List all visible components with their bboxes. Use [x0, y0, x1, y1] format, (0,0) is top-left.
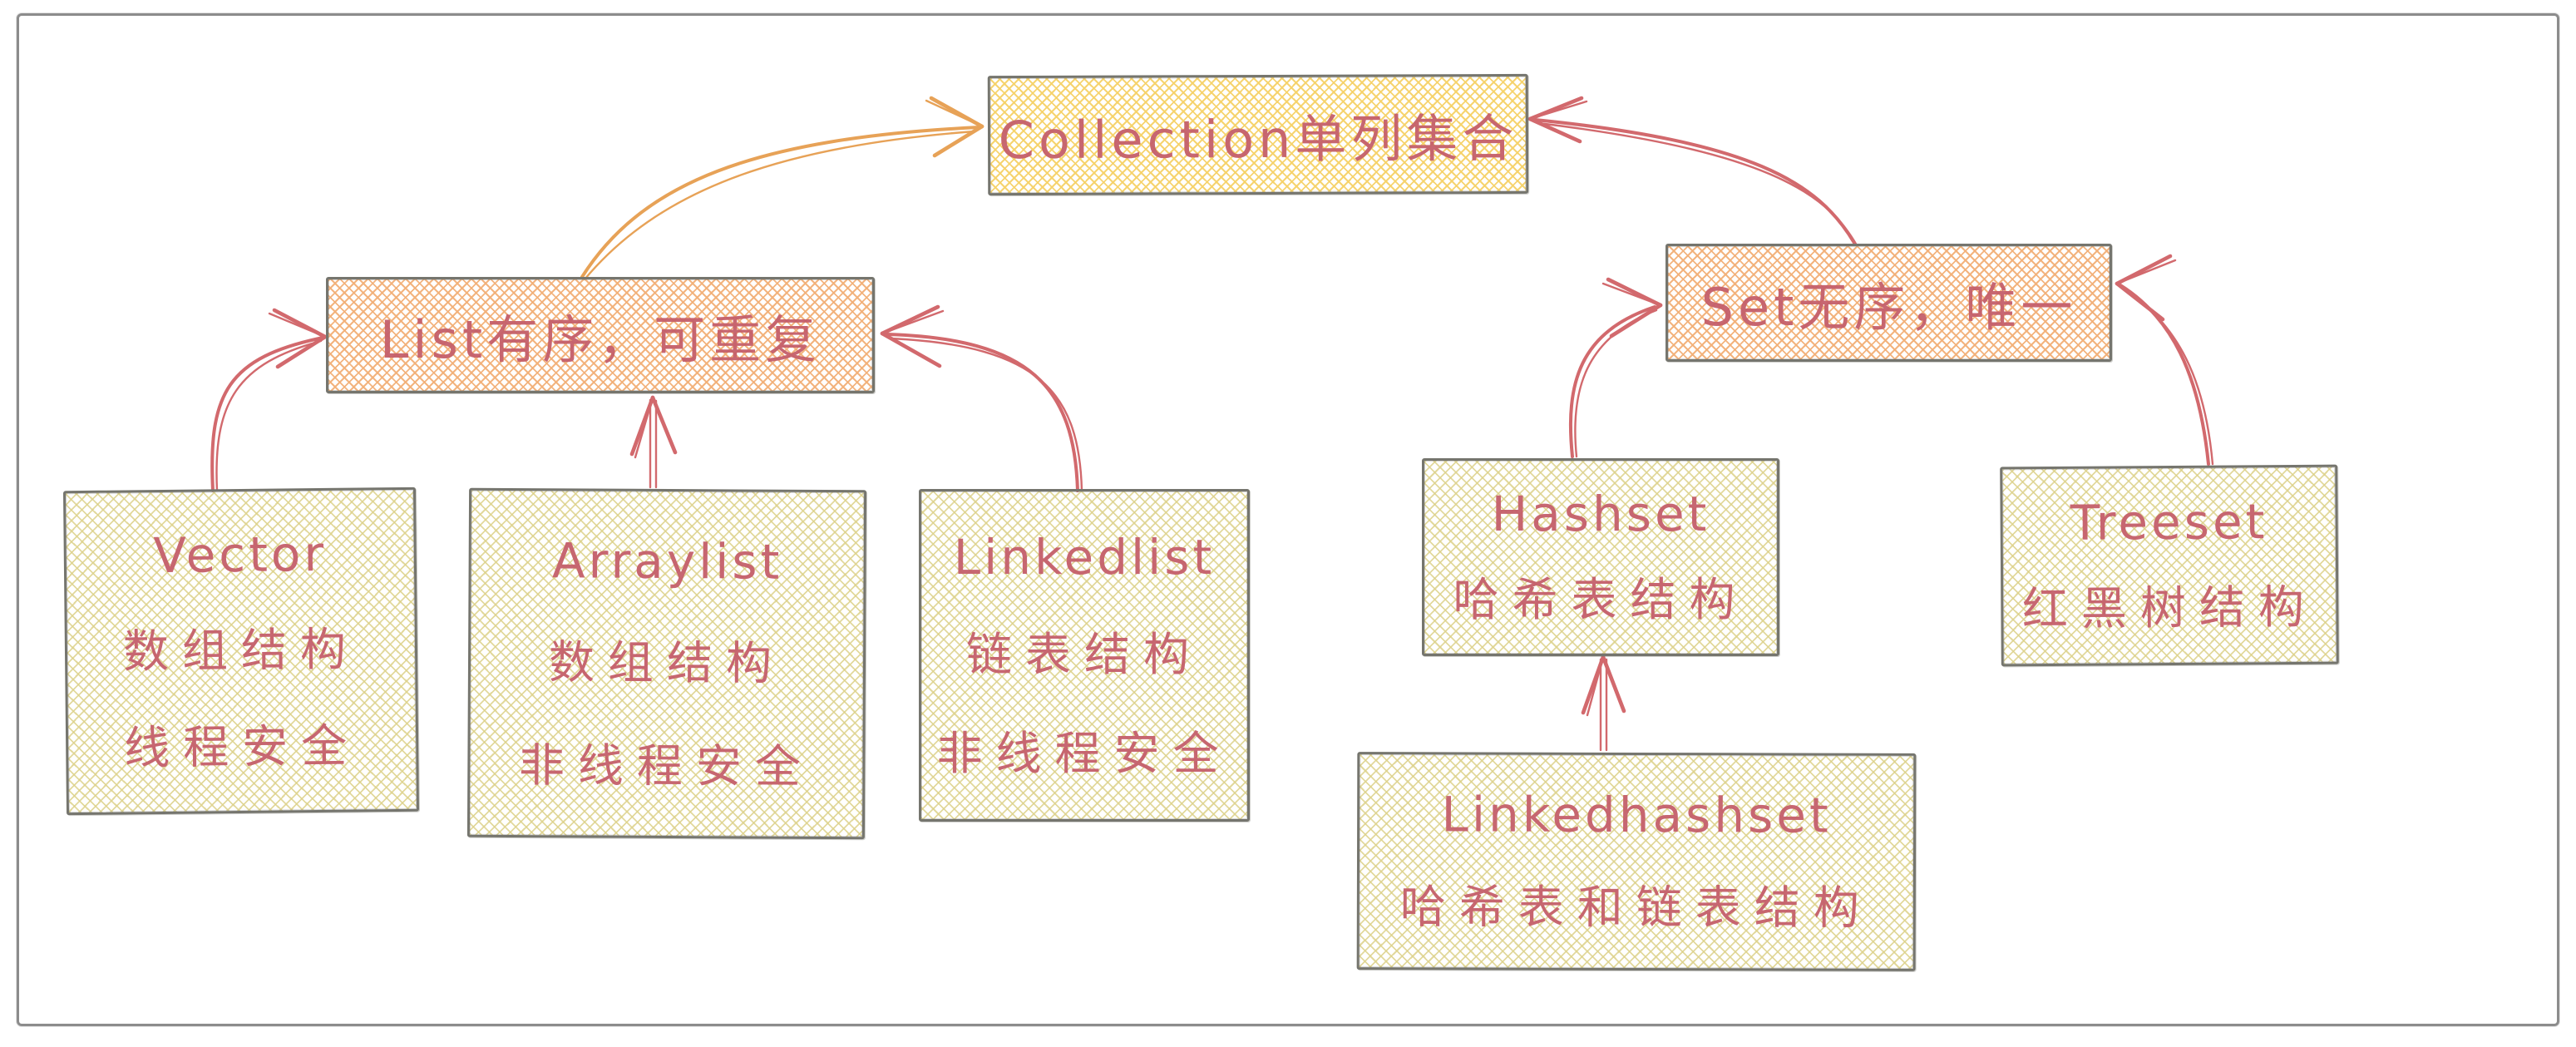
node-arraylist-line2: 数组结构 — [548, 635, 786, 690]
node-collection[interactable]: Collection单列集合 — [987, 73, 1529, 196]
node-linkedlist-line2: 链表结构 — [965, 628, 1202, 681]
node-vector-title: Vector — [153, 525, 328, 585]
node-list[interactable]: List有序，可重复 — [326, 277, 875, 393]
node-collection-label: Collection单列集合 — [998, 107, 1518, 171]
outer-frame — [17, 13, 2559, 1026]
node-arraylist[interactable]: Arraylist 数组结构 非线程安全 — [466, 487, 867, 840]
node-treeset-line2: 红黑树结构 — [2021, 580, 2318, 636]
node-hashset-title: Hashset — [1491, 486, 1710, 542]
node-vector-line2: 数组结构 — [122, 622, 360, 679]
node-linkedlist[interactable]: Linkedlist 链表结构 非线程安全 — [919, 489, 1250, 822]
node-hashset[interactable]: Hashset 哈希表结构 — [1422, 458, 1779, 656]
node-set[interactable]: Set无序，唯一 — [1666, 244, 2112, 362]
node-linkedhashset-title: Linkedhashset — [1441, 786, 1832, 844]
node-linkedlist-line3: 非线程安全 — [936, 726, 1232, 780]
node-list-label: List有序，可重复 — [379, 309, 822, 370]
node-vector-line3: 线程安全 — [123, 719, 361, 775]
node-linkedhashset-line2: 哈希表和链表结构 — [1399, 880, 1873, 935]
node-arraylist-title: Arraylist — [551, 531, 783, 590]
node-set-label: Set无序，唯一 — [1700, 277, 2077, 338]
node-arraylist-line3: 非线程安全 — [518, 738, 815, 793]
node-linkedlist-title: Linkedlist — [953, 528, 1216, 585]
node-hashset-line2: 哈希表结构 — [1453, 573, 1749, 626]
node-linkedhashset[interactable]: Linkedhashset 哈希表和链表结构 — [1356, 752, 1917, 971]
node-treeset[interactable]: Treeset 红黑树结构 — [2000, 464, 2339, 667]
node-vector[interactable]: Vector 数组结构 线程安全 — [62, 486, 420, 816]
node-treeset-title: Treeset — [2070, 492, 2268, 551]
